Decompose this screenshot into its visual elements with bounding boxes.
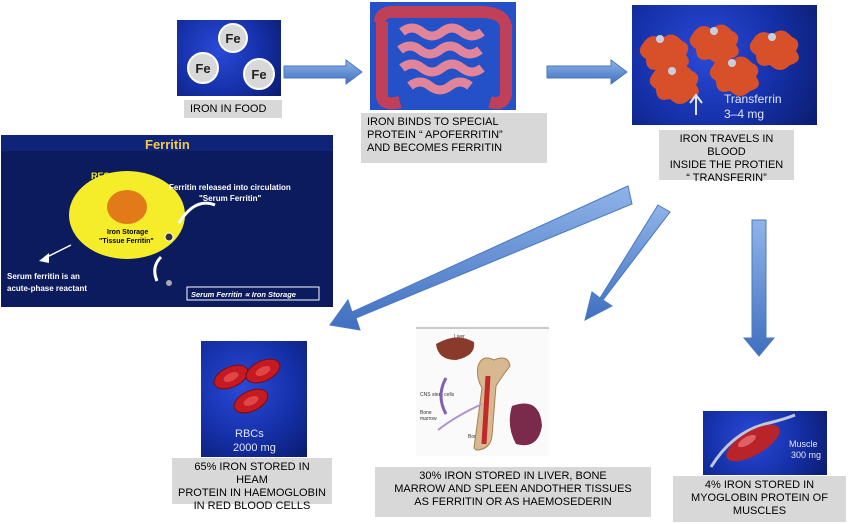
caption-liver-line-2: MARROW AND SPLEEN ANDOTHER TISSUES [394,483,632,495]
caption-myoglobin-line-1: 4% IRON STORED IN [704,479,815,491]
arrow-to-liver [584,204,671,321]
rbc-image: RBCs 2000 mg [201,341,307,457]
caption-apoferritin: IRON BINDS TO SPECIAL PROTEIN “ APOFERRI… [361,113,547,163]
arrow-to-muscle [742,219,776,357]
intestine-image [370,2,516,110]
fe-label-2: Fe [195,61,210,76]
ferritin-slide: Ferritin RES cell Iron Storage "Tissue F… [1,135,333,307]
fe-label-3: Fe [251,67,266,82]
fe-label-1: Fe [225,31,240,46]
caption-apoferritin-line-1: IRON BINDS TO SPECIAL [367,116,499,128]
caption-myoglobin-line-3: MUSCLES [732,505,787,517]
ferritin-released-line-2: "Serum Ferritin" [199,194,261,203]
caption-haemoglobin-line-2: PROTEIN IN HAEMOGLOBIN [178,487,326,499]
rbc-label: RBCs [235,428,264,440]
res-cell-label: RES cell [91,171,127,181]
transferrin-label: Transferrin [724,92,782,106]
caption-transferrin-line-2: INSIDE THE PROTIEN [669,159,784,171]
ferritin-title: Ferritin [145,137,190,152]
transferrin-amount: 3–4 mg [724,107,764,121]
caption-apoferritin-line-3: AND BECOMES FERRITIN [367,142,503,154]
caption-myoglobin-line-2: MYOGLOBIN PROTEIN OF [691,492,828,504]
bone-label: Bone [468,434,480,440]
caption-haemoglobin-line-1: 65% IRON STORED IN HEAM [194,461,310,486]
caption-iron-food: IRON IN FOOD [184,100,282,118]
serum-reactant-line-2: acute-phase reactant [7,284,87,293]
caption-liver-line-3: AS FERRITIN OR AS HAEMOSEDERIN [414,496,612,508]
arrow-intestine-to-transferrin [546,59,628,85]
iron-food-image: Fe Fe Fe [177,20,281,96]
caption-haemoglobin-line-3: IN RED BLOOD CELLS [193,500,311,512]
muscle-amount: 300 mg [791,450,821,460]
caption-haemoglobin: 65% IRON STORED IN HEAM PROTEIN IN HAEMO… [172,458,332,512]
caption-liver-line-1: 30% IRON STORED IN LIVER, BONE [419,470,607,482]
bone-marrow-label-2: marrow [420,416,437,422]
arrow-food-to-intestine [283,59,363,85]
caption-myoglobin: 4% IRON STORED IN MYOGLOBIN PROTEIN OF M… [673,476,846,522]
muscle-label: Muscle [789,439,818,449]
caption-transferrin-line-3: “ TRANSFERIN” [686,172,767,184]
arrow-to-haemoglobin [329,185,633,331]
iron-storage-line-1: Iron Storage [107,229,148,236]
caption-liver: 30% IRON STORED IN LIVER, BONE MARROW AN… [375,467,651,517]
rbc-amount: 2000 mg [233,442,276,454]
cns-label: CNS stem cells [420,392,455,398]
liver-label: Liver [454,334,465,340]
caption-transferrin: IRON TRAVELS IN BLOOD INSIDE THE PROTIEN… [659,130,794,184]
iron-storage-line-2: "Tissue Ferritin" [99,238,154,245]
serum-reactant-line-1: Serum ferritin is an [7,272,80,281]
muscle-image: Muscle 300 mg [703,411,827,475]
caption-apoferritin-line-2: PROTEIN “ APOFERRITIN” [367,129,503,141]
caption-transferrin-line-1: IRON TRAVELS IN BLOOD [679,133,774,158]
caption-food-line-1: IRON IN FOOD [190,103,267,115]
serum-storage-box: Serum Ferritin ∝ Iron Storage [191,290,296,299]
ferritin-released-line-1: Ferritin released into circulation [169,183,291,192]
bone-marrow-label-1: Bone [420,410,432,416]
liver-marrow-spleen-image: Liver CNS stem cells Bone marrow Bone [416,326,549,456]
transferrin-image: Transferrin 3–4 mg [632,5,817,125]
